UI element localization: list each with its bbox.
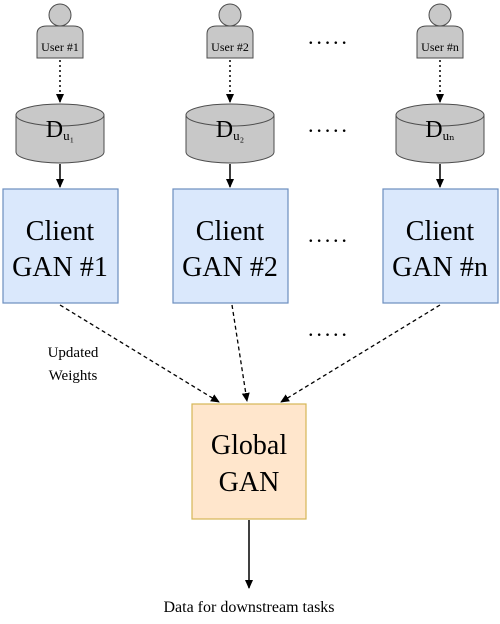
user-icon <box>36 3 84 59</box>
column-n: User #n Duₙ Client GAN #n <box>382 3 499 304</box>
weights-arrow-2 <box>231 304 250 402</box>
user-icon <box>416 3 464 59</box>
edge-label-line2: Weights <box>49 368 98 384</box>
dataset-cylinder <box>15 103 105 164</box>
client-gan-box <box>172 188 289 304</box>
client-gan-line1: Client <box>26 216 95 247</box>
dataset-label: Du₁ <box>46 117 74 143</box>
dataset-main: D <box>216 117 233 143</box>
user-label: User #2 <box>211 40 249 54</box>
user-label: User #1 <box>41 40 79 54</box>
dataset-cylinder <box>185 103 275 164</box>
global-gan-line1: Global <box>211 430 287 461</box>
dataset-label: Du₂ <box>216 117 244 143</box>
client-gan-line2: GAN #n <box>392 252 488 283</box>
client-gan-box <box>2 188 119 304</box>
dataset-subscript: uₙ <box>443 128 455 143</box>
ellipsis-users: ····· <box>307 30 349 55</box>
column-1: User #1 Du₁ Client GAN #1 <box>2 3 119 304</box>
client-gan-line1: Client <box>406 216 475 247</box>
weights-arrow-1 <box>59 304 220 403</box>
global-gan-box <box>191 403 307 520</box>
client-gan-box <box>382 188 499 304</box>
dataset-subscript: u₁ <box>63 128 74 143</box>
user-icon <box>206 3 254 59</box>
dataset-main: D <box>425 117 442 143</box>
client-gan-line2: GAN #2 <box>182 252 278 283</box>
dataset-cylinder <box>395 103 485 164</box>
weights-arrow-n <box>280 304 441 403</box>
dataset-subscript: u₂ <box>233 128 244 143</box>
ellipsis-weights: ····· <box>307 322 349 347</box>
dataset-main: D <box>46 117 63 143</box>
ellipsis-clients: ····· <box>307 228 349 253</box>
client-gan-line1: Client <box>196 216 265 247</box>
ellipsis-datasets: ····· <box>307 118 349 143</box>
edge-label-line1: Updated <box>48 345 99 361</box>
global-gan-line2: GAN <box>219 467 280 498</box>
client-gan-line2: GAN #1 <box>12 252 108 283</box>
user-label: User #n <box>421 40 459 54</box>
column-2: User #2 Du₂ Client GAN #2 <box>172 3 289 304</box>
output-label: Data for downstream tasks <box>163 599 334 616</box>
dataset-label: Duₙ <box>425 117 454 143</box>
